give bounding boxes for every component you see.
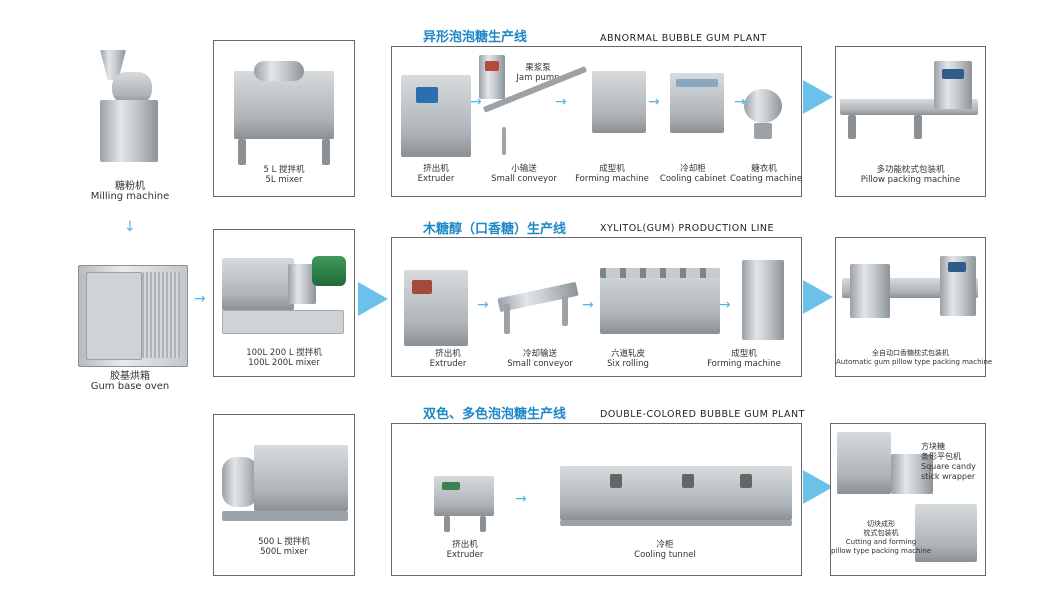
mixer-100-200l-box: 100L 200 L 搅拌机 100L 200L mixer: [213, 229, 355, 377]
row3-title-en: DOUBLE-COLORED BUBBLE GUM PLANT: [600, 409, 805, 420]
right-arrow-icon: →: [734, 94, 746, 110]
big-right-arrow-icon: [803, 80, 833, 114]
right-arrow-icon: →: [194, 291, 206, 307]
row2-title-en: XYLITOL(GUM) PRODUCTION LINE: [600, 223, 775, 234]
double-colored-line-box: [391, 423, 802, 576]
milling-machine-label: 糖粉机 Milling machine: [90, 181, 170, 202]
big-right-arrow-icon: [803, 280, 833, 314]
right-arrow-icon: →: [470, 94, 482, 110]
row1-title-en: ABNORMAL BUBBLE GUM PLANT: [600, 33, 767, 44]
big-right-arrow-icon: [803, 470, 833, 504]
abnormal-line-box: 果浆泵 Jam pump: [391, 46, 802, 197]
xylitol-line-box: [391, 237, 802, 377]
right-arrow-icon: →: [555, 94, 567, 110]
right-arrow-icon: →: [719, 297, 731, 313]
down-arrow-icon: ↓: [124, 219, 136, 235]
row1-title-cn: 异形泡泡糖生产线: [423, 30, 528, 45]
right-arrow-icon: →: [582, 297, 594, 313]
right-arrow-icon: →: [477, 297, 489, 313]
gum-base-oven-label: 胶基烘箱 Gum base oven: [90, 371, 170, 392]
big-right-arrow-icon: [358, 282, 388, 316]
row2-title-cn: 木糖醇（口香糖）生产线: [423, 222, 567, 237]
mixer-500l-box: 500 L 搅拌机 500L mixer: [213, 414, 355, 576]
row3-title-cn: 双色、多色泡泡糖生产线: [423, 407, 567, 422]
mixer-5l-box: 5 L 搅拌机 5L mixer: [213, 40, 355, 197]
auto-gum-packing-box: 全自动口香糖枕式包装机 Automatic gum pillow type pa…: [835, 237, 992, 377]
right-arrow-icon: →: [648, 94, 660, 110]
right-arrow-icon: →: [515, 491, 527, 507]
pillow-packing-box: 多功能枕式包装机 Pillow packing machine: [835, 46, 986, 197]
candy-packing-box: 方块糖 条形平包机 Square candy stick wrapper 切块成…: [830, 423, 986, 576]
